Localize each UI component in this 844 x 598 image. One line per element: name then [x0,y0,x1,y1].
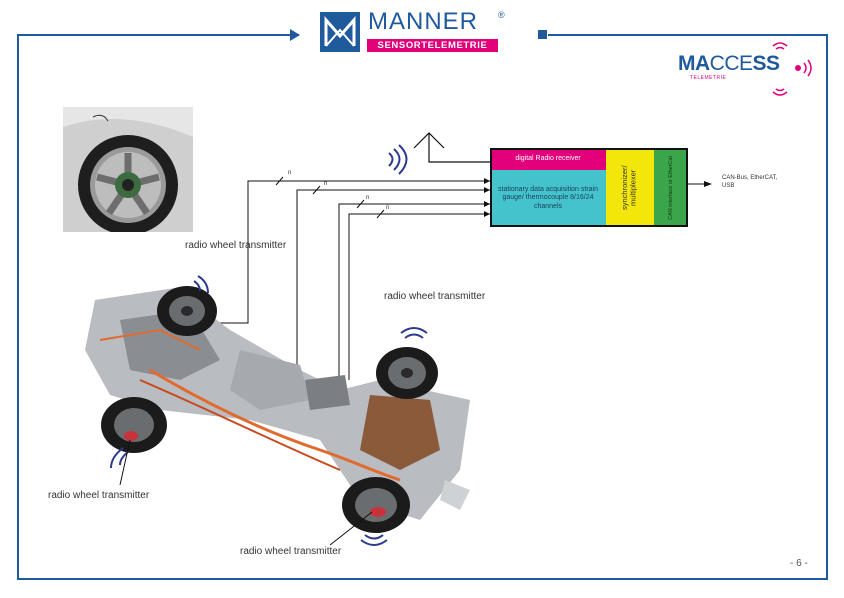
frame-square-marker [538,30,547,39]
manner-m-logo-icon [320,12,360,52]
data-acquisition-block: stationary data acquisition strain gauge… [490,170,606,227]
wheel-radio-waves-icon [110,275,428,546]
output-interfaces-label: CAN-Bus, EtherCAT, USB [722,175,778,190]
can-interface-block: CAN interface or EtherCat [654,148,688,227]
wheel-front-left [101,397,167,453]
transmitter-label-rear-left: radio wheel transmitter [240,546,342,557]
maccess-logo-ma: MA [678,52,710,75]
transmitter-label-front-right: radio wheel transmitter [185,240,287,251]
frame-left-line [17,34,19,579]
wheel-front-right [157,286,217,336]
radio-waves-icon [388,144,408,175]
antenna-icon [413,132,490,163]
channel-label: n [288,170,292,176]
maccess-logo-ss: SS [752,52,781,75]
wheel-rear-left [342,477,410,533]
channel-label: n [386,205,390,211]
wheel-transmitter-photo [63,107,193,232]
frame-right-line [826,34,828,580]
manner-logo-name: MANNER [368,8,479,35]
synchronizer-block: synchronizer/ multiplexer [606,148,654,227]
transmitter-label-front-left: radio wheel transmitter [48,490,150,501]
wheel-rear-right [376,347,438,399]
maccess-logo-cce: CCE [709,52,753,75]
channel-label: n [324,181,328,187]
car-chassis-illustration [85,288,470,520]
channel-label: n [366,195,370,201]
frame-top-left-line [17,34,299,36]
maccess-logo: MACCESS [678,52,780,76]
digital-radio-receiver-block: digital Radio receiver [490,148,606,170]
frame-bottom-line [17,578,827,580]
frame-top-right-line [548,34,828,36]
block-diagram-border [490,148,688,227]
page-number: - 6 - [790,558,808,569]
transmitter-label-rear-right: radio wheel transmitter [384,291,486,302]
maccess-logo-subtitle: TELEMETRIE [690,75,727,81]
wheel-photo-icon [63,107,193,232]
manner-logo-registered: ® [498,10,505,20]
manner-logo-subtitle: SENSORTELEMETRIE [367,39,498,52]
frame-arrow-icon [290,29,300,41]
